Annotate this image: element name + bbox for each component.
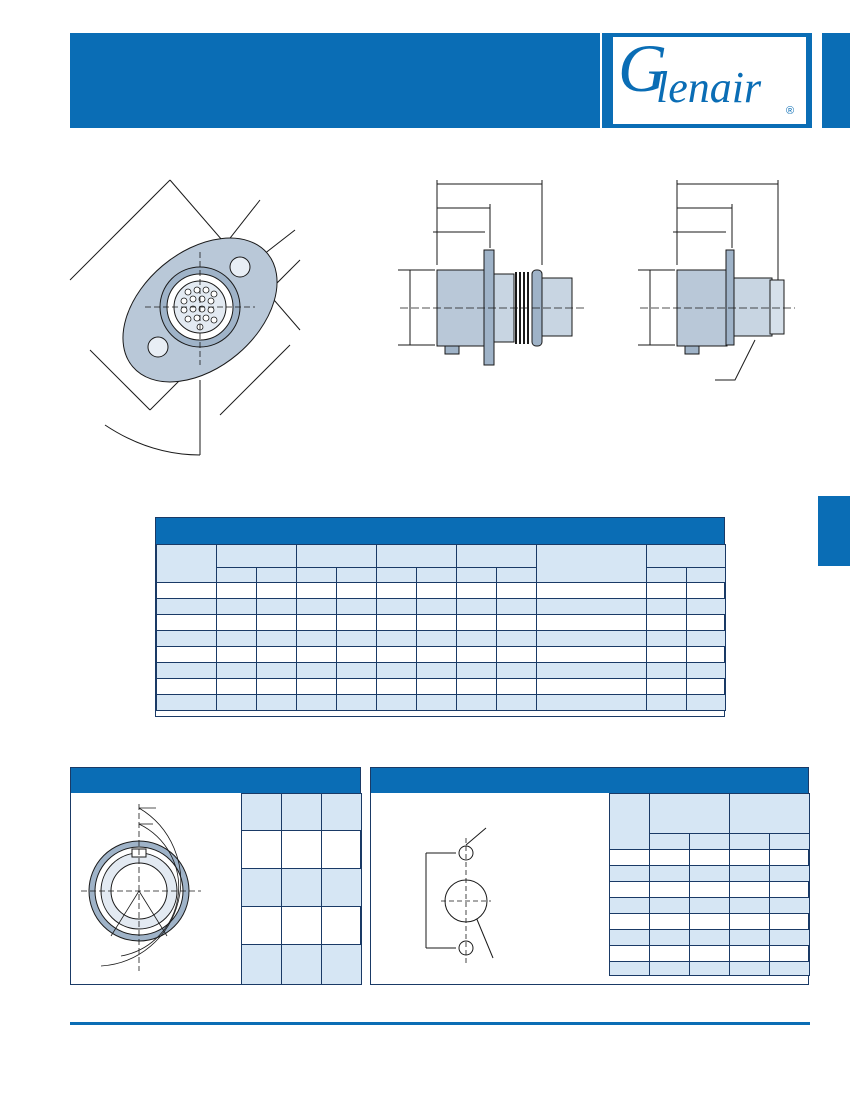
table-row [156, 646, 726, 663]
table-row [156, 598, 726, 615]
side-view-drawing-2 [638, 180, 795, 381]
side-index-tab [818, 496, 850, 566]
table-row [156, 694, 726, 711]
side-view-drawing-1 [398, 180, 585, 366]
table-row [156, 662, 726, 679]
main-dimension-table [155, 517, 726, 717]
keying-table [241, 793, 362, 985]
keying-panel [70, 767, 362, 985]
table-row [156, 614, 726, 631]
table-row [156, 630, 726, 647]
registered-mark: ® [786, 105, 795, 117]
table-row [156, 678, 726, 695]
logo-panel [612, 36, 807, 125]
header-banner [70, 33, 600, 128]
main-table-grid [156, 544, 726, 711]
keying-panel-header [71, 768, 360, 793]
panel-cutout-panel [370, 767, 810, 985]
table-subheader-row [157, 567, 726, 583]
main-table-header [156, 518, 724, 544]
corner-tab [822, 33, 850, 128]
footer-rule [70, 1022, 810, 1025]
table-row [156, 582, 726, 599]
keyway-drawing [81, 804, 201, 971]
logo-wordmark: lenair [656, 63, 762, 112]
panel-cutout-header [371, 768, 808, 793]
logo-initial: G [618, 30, 668, 106]
panel-cutout-table [609, 793, 810, 976]
front-view-drawing [69, 179, 301, 456]
table-header-row [156, 544, 726, 583]
panel-cutout-drawing [425, 827, 494, 963]
